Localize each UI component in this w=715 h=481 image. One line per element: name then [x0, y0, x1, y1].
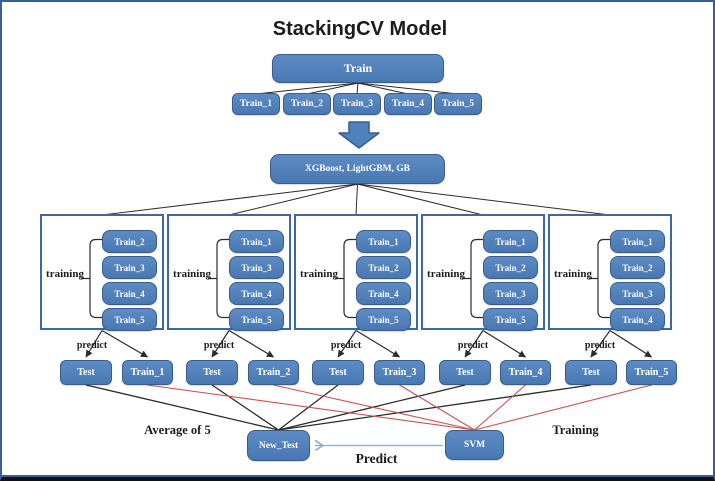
fold-item: Train_1: [483, 230, 538, 253]
fold-item: Train_4: [102, 282, 157, 305]
base-models-box: XGBoost, LightGBM, GB: [270, 154, 445, 184]
predict-label: predict: [584, 340, 616, 351]
fold-item: Train_5: [483, 308, 538, 331]
diagram-title: StackingCV Model: [272, 18, 448, 40]
fold-panel-4: training Train_1 Train_2 Train_3 Train_5: [421, 214, 545, 331]
test-box-4: Test: [439, 360, 491, 385]
train-split-box-4: Train_4: [384, 93, 432, 115]
fold-item: Train_5: [356, 308, 411, 331]
predict-label: predict: [330, 340, 362, 351]
test-box-1: Test: [60, 360, 112, 385]
holdout-box-3: Train_3: [374, 360, 425, 385]
train-split-box-1: Train_1: [232, 93, 280, 115]
holdout-box-5: Train_5: [626, 360, 677, 385]
fold-item: Train_2: [102, 230, 157, 253]
predict-label: predict: [76, 340, 108, 351]
training-label: training: [46, 268, 84, 280]
training-label: training: [173, 268, 211, 280]
fold-item: Train_1: [229, 230, 284, 253]
fold-item: Train_3: [102, 256, 157, 279]
train-split-box-5: Train_5: [434, 93, 482, 115]
fold-item: Train_2: [483, 256, 538, 279]
fold-braces: [81, 238, 610, 319]
holdout-box-2: Train_2: [248, 360, 299, 385]
predict-arrows: [85, 329, 653, 358]
training-label: training: [300, 268, 338, 280]
bottom-predict-label: Predict: [355, 451, 398, 466]
train-split-box-2: Train_2: [283, 93, 331, 115]
fold-item: Train_1: [610, 230, 665, 253]
fold-item: Train_1: [356, 230, 411, 253]
training-label: training: [554, 268, 592, 280]
test-box-2: Test: [186, 360, 238, 385]
predict-label: predict: [457, 340, 489, 351]
fold-item: Train_3: [229, 256, 284, 279]
fold-item: Train_2: [356, 256, 411, 279]
fold-panel-3: training Train_1 Train_2 Train_4 Train_5: [294, 214, 418, 331]
fold-item: Train_2: [610, 256, 665, 279]
train-split-box-3: Train_3: [333, 93, 381, 115]
training-label: training: [427, 268, 465, 280]
holdout-box-4: Train_4: [500, 360, 551, 385]
average-of-5-label: Average of 5: [144, 423, 211, 437]
fold-item: Train_3: [610, 282, 665, 305]
new-test-box: New_Test: [247, 430, 310, 461]
fold-panel-5: training Train_1 Train_2 Train_3 Train_4: [548, 214, 672, 331]
down-block-arrow: [338, 121, 380, 149]
train-box: Train: [272, 54, 444, 83]
fold-item: Train_4: [229, 282, 284, 305]
fold-panel-2: training Train_1 Train_3 Train_4 Train_5: [167, 214, 291, 331]
bottom-training-label: Training: [552, 423, 599, 437]
fold-panel-1: training Train_2 Train_3 Train_4 Train_5: [40, 214, 164, 331]
train-split-connectors: [255, 82, 459, 95]
svm-box: SVM: [445, 430, 504, 460]
test-box-3: Test: [312, 360, 364, 385]
fold-item: Train_4: [610, 308, 665, 331]
test-box-5: Test: [565, 360, 617, 385]
fold-item: Train_3: [483, 282, 538, 305]
holdout-box-1: Train_1: [122, 360, 173, 385]
fold-item: Train_5: [102, 308, 157, 331]
holdout-training-lines: [147, 384, 652, 431]
model-to-fold-connectors: [101, 183, 611, 216]
fold-item: Train_4: [356, 282, 411, 305]
fold-item: Train_5: [229, 308, 284, 331]
predict-label: predict: [203, 340, 235, 351]
